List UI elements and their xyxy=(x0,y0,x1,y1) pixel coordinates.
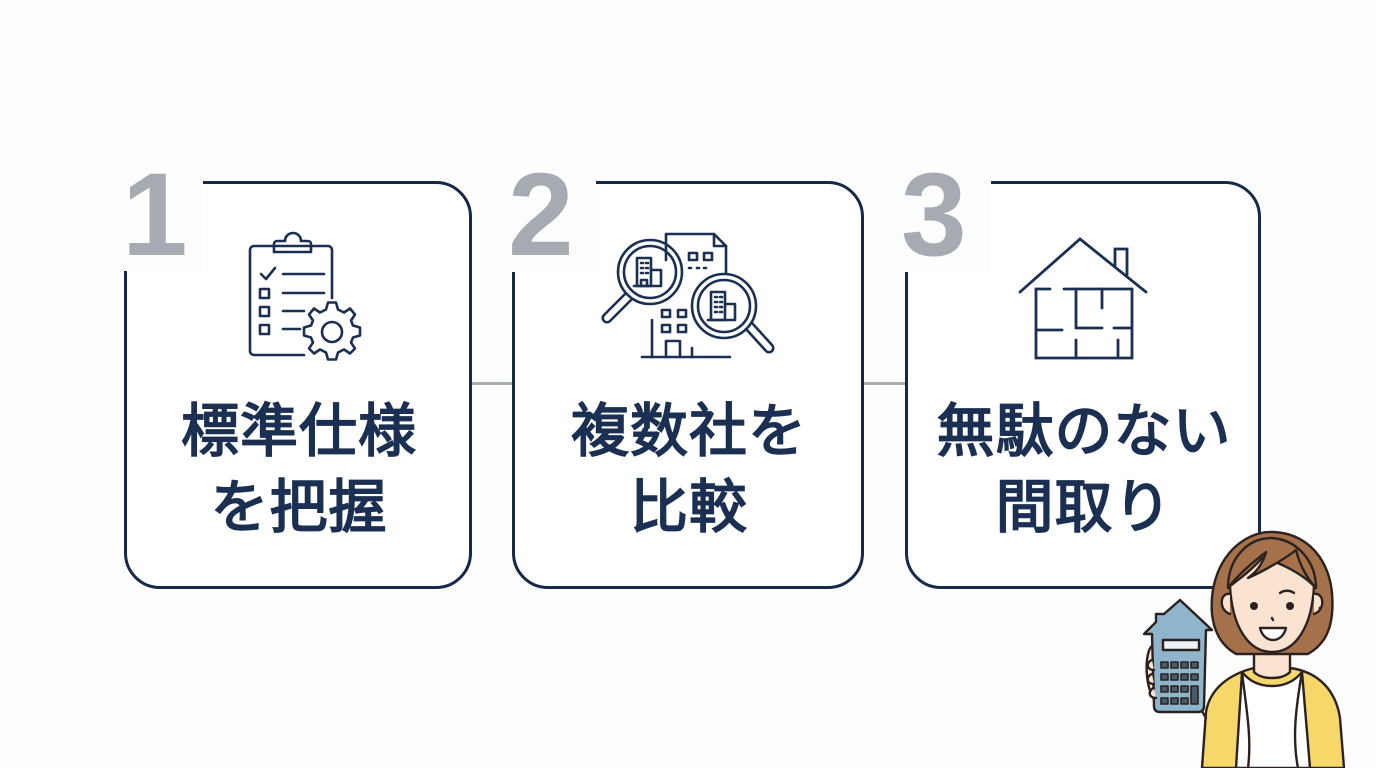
connector-1-2 xyxy=(470,382,514,385)
step-number-2: 2 xyxy=(508,149,574,281)
step-number-1: 1 xyxy=(122,149,188,281)
step-card-3-gap xyxy=(899,176,991,272)
step-card-1-gap xyxy=(118,176,203,271)
step-title-3-line-2: 間取り xyxy=(995,473,1173,541)
connector-2-3 xyxy=(862,382,907,385)
step-title-3-line-1: 無駄のない xyxy=(936,397,1232,465)
step-title-1-line-2: を把握 xyxy=(210,473,388,541)
step-title-2-line-2: 比較 xyxy=(629,473,748,541)
step-title-2: 複数社を 比較 xyxy=(516,393,862,545)
step-number-3: 3 xyxy=(901,149,967,281)
step-title-1: 標準仕様 を把握 xyxy=(128,393,470,545)
step-title-2-line-1: 複数社を xyxy=(570,397,807,465)
step-card-2-gap xyxy=(506,176,596,272)
magnifier-buildings-compare-icon xyxy=(596,230,780,362)
woman-with-calculator-illustration xyxy=(1130,522,1376,768)
clipboard-checklist-gear-icon xyxy=(244,230,364,362)
house-floorplan-icon xyxy=(1016,236,1148,360)
step-title-3: 無駄のない 間取り xyxy=(909,393,1259,545)
step-title-1-line-1: 標準仕様 xyxy=(180,397,417,465)
